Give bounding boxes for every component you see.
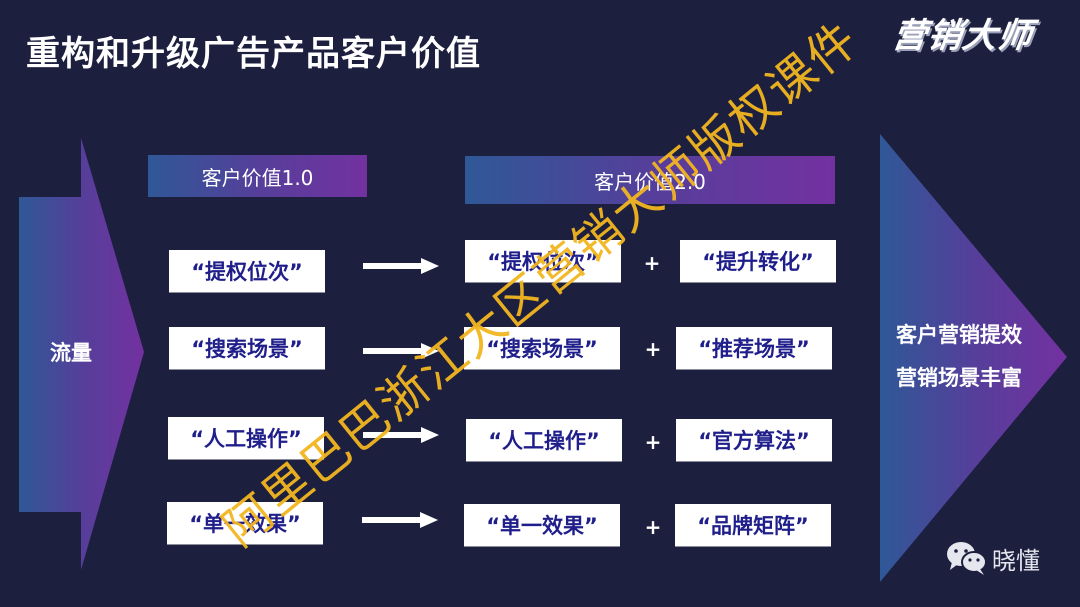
arrow-right-icon [363,343,439,359]
v2-box-a-row1: “提权位次” [465,240,621,282]
v2-box-a-row4: “单一效果” [464,504,620,546]
v2-box-b-row4: “品牌矩阵” [675,504,831,546]
arrow-right-icon [363,258,439,274]
traffic-label: 流量 [50,341,92,365]
wechat-icon [947,542,987,575]
v1-box-row1: “提权位次” [169,250,325,292]
header-customer-value-1: 客户价值1.0 [148,155,367,197]
plus-sign: + [644,430,662,454]
result-line-1: 客户营销提效 [896,323,1022,347]
slide-title: 重构和升级广告产品客户价值 [26,34,481,74]
v2-box-b-row1: “提升转化” [680,240,836,282]
wechat-account: 晓懂 [946,540,1040,576]
arrow-right-icon [362,512,438,528]
v2-box-a-row3: “人工操作” [466,419,622,461]
traffic-arrow-shape [19,138,144,570]
result-triangle-shape [880,134,1067,582]
result-line-2: 营销场景丰富 [896,366,1022,390]
plus-sign: + [643,251,661,275]
v1-box-row3: “人工操作” [168,417,324,459]
header-customer-value-2: 客户价值2.0 [465,156,835,204]
arrow-right-icon [363,427,439,443]
plus-sign: + [644,337,662,361]
v2-box-a-row2: “搜索场景” [464,327,620,369]
plus-sign: + [644,515,662,539]
wechat-account-name: 晓懂 [992,546,1040,575]
v2-box-b-row3: “官方算法” [676,419,832,461]
v2-box-b-row2: “推荐场景” [676,327,832,369]
v1-box-row2: “搜索场景” [169,327,325,369]
v1-box-row4: “单一效果” [167,502,323,544]
